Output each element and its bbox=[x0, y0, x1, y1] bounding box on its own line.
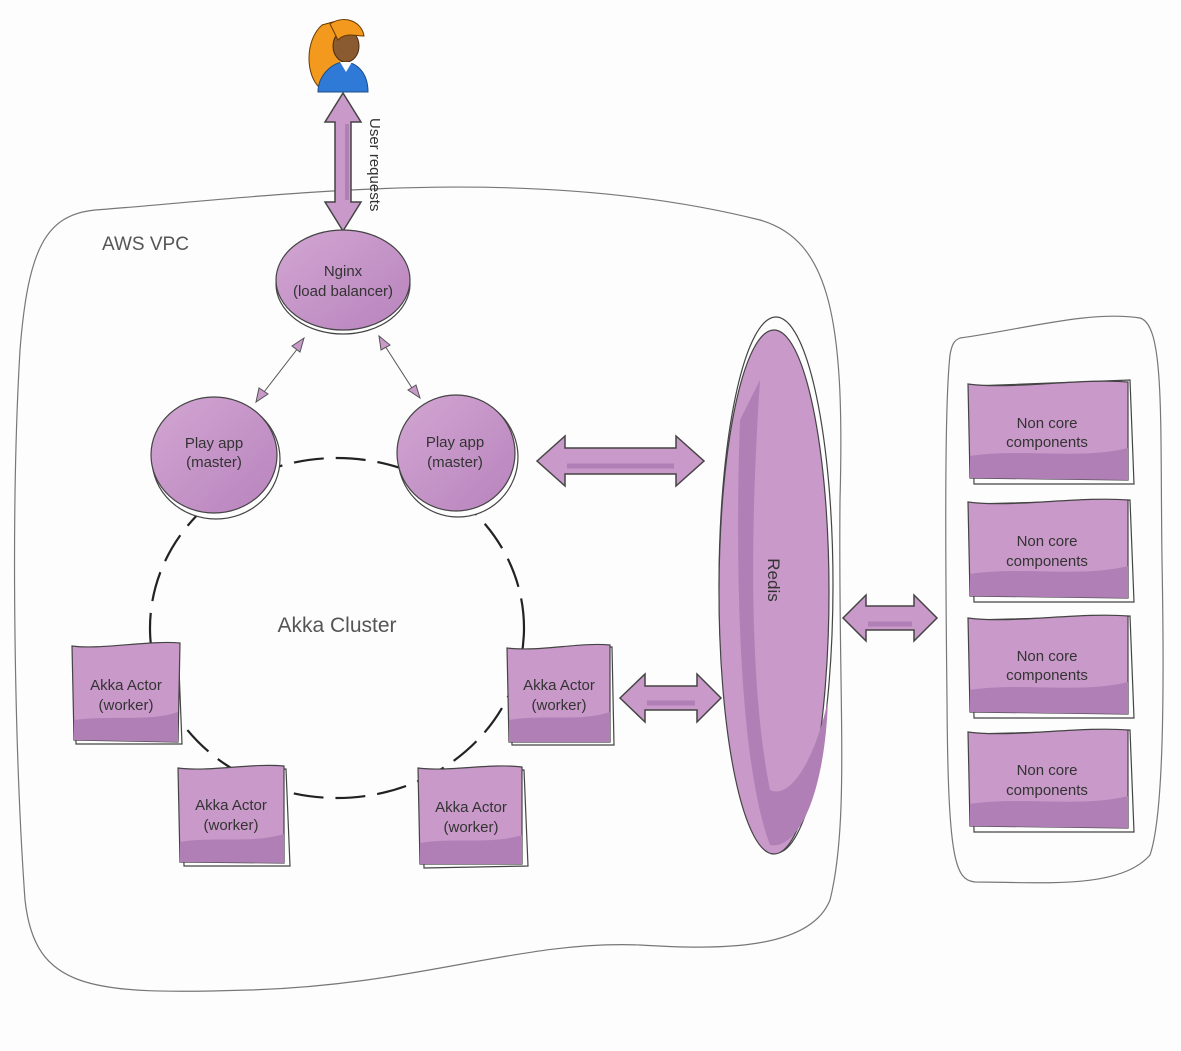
akka-cluster-label: Akka Cluster bbox=[277, 614, 396, 637]
component-label-line1: Non core bbox=[1017, 533, 1078, 550]
non-core-component-node: Non core components bbox=[967, 614, 1135, 719]
akka-actor-label-line1: Akka Actor bbox=[195, 797, 267, 814]
non-core-component-node: Non core components bbox=[967, 728, 1135, 833]
akka-actor-label-line2: (worker) bbox=[444, 819, 499, 836]
nginx-node: Nginx (load balancer) bbox=[275, 229, 411, 335]
play-app-label-line1: Play app bbox=[426, 434, 484, 451]
play-redis-arrow bbox=[535, 434, 706, 488]
akka-cluster-ring bbox=[148, 456, 526, 800]
akka-actor-label-line1: Akka Actor bbox=[90, 677, 162, 694]
akka-actor-label-line1: Akka Actor bbox=[523, 677, 595, 694]
vpc-label: AWS VPC bbox=[102, 234, 189, 255]
akka-actor-label-line2: (worker) bbox=[99, 697, 154, 714]
play-app-node: Play app (master) bbox=[150, 396, 281, 520]
play-app-node: Play app (master) bbox=[396, 394, 519, 518]
user-request-arrow bbox=[323, 91, 363, 233]
akka-actor-label-line2: (worker) bbox=[532, 697, 587, 714]
play-app-label-line2: (master) bbox=[186, 454, 242, 471]
vpc-boundary bbox=[13, 186, 843, 992]
non-core-component-node: Non core components bbox=[967, 379, 1135, 485]
component-label-line2: components bbox=[1006, 782, 1088, 799]
redis-node: Redis bbox=[718, 316, 834, 855]
component-label-line1: Non core bbox=[1017, 762, 1078, 779]
play-app-label-line2: (master) bbox=[427, 454, 483, 471]
actor-redis-arrow bbox=[618, 672, 723, 724]
nginx-label-line2: (load balancer) bbox=[293, 283, 393, 300]
redis-label: Redis bbox=[764, 558, 783, 601]
redis-components-arrow bbox=[841, 593, 939, 643]
component-label-line1: Non core bbox=[1017, 648, 1078, 665]
akka-actor-node: Akka Actor (worker) bbox=[71, 641, 183, 745]
play-app-label-line1: Play app bbox=[185, 435, 243, 452]
component-label-line2: components bbox=[1006, 553, 1088, 570]
nginx-label-line1: Nginx bbox=[324, 263, 363, 280]
component-label-line2: components bbox=[1006, 434, 1088, 451]
component-label-line2: components bbox=[1006, 667, 1088, 684]
akka-actor-label-line2: (worker) bbox=[204, 817, 259, 834]
akka-actor-node: Akka Actor (worker) bbox=[417, 765, 529, 869]
component-label-line1: Non core bbox=[1017, 415, 1078, 432]
akka-actor-node: Akka Actor (worker) bbox=[506, 643, 615, 746]
non-core-component-node: Non core components bbox=[967, 498, 1135, 603]
nginx-play-connectors bbox=[255, 334, 421, 404]
akka-actor-node: Akka Actor (worker) bbox=[177, 764, 291, 867]
user-icon bbox=[308, 19, 369, 93]
akka-actor-label-line1: Akka Actor bbox=[435, 799, 507, 816]
user-requests-label: User requests bbox=[366, 118, 383, 211]
